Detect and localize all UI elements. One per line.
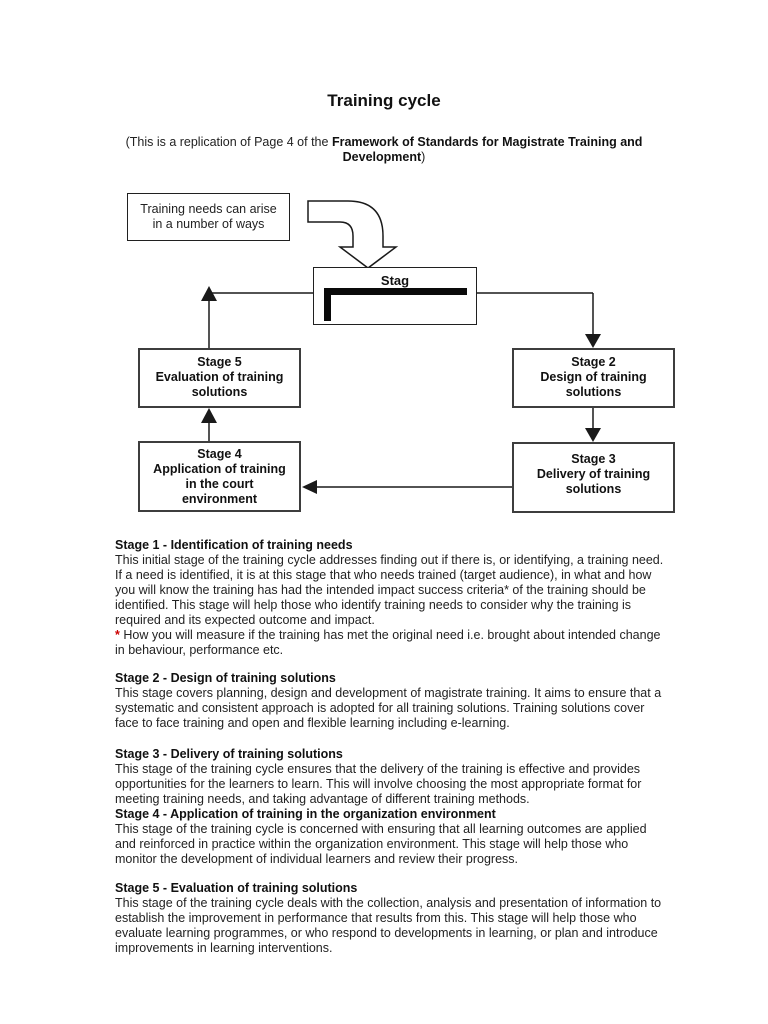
arrow-left-icon — [302, 480, 317, 494]
subtitle-prefix: (This is a replication of Page 4 of the — [125, 135, 332, 149]
footnote-text: How you will measure if the training has… — [115, 628, 661, 657]
training-needs-callout: Training needs can arise in a number of … — [127, 193, 290, 241]
stage-1-body: This initial stage of the training cycle… — [115, 553, 664, 627]
subtitle: (This is a replication of Page 4 of the … — [94, 135, 674, 165]
corrupted-image-bar-vertical — [324, 288, 331, 321]
stage-4-body: This stage of the training cycle is conc… — [115, 822, 647, 866]
stage-1-heading: Stage 1 - Identification of training nee… — [115, 538, 353, 552]
stage-5-box-label: Evaluation of training solutions — [155, 370, 284, 399]
stage-5-box-title: Stage 5 — [197, 355, 242, 369]
corrupted-image-bar-horizontal — [324, 288, 467, 295]
stage-5-section: Stage 5 - Evaluation of training solutio… — [115, 881, 667, 956]
stage-4-box-title: Stage 4 — [197, 447, 242, 461]
arrow-up-icon — [201, 408, 217, 423]
arrow-up-icon — [201, 286, 217, 301]
stage-1-box: Stag — [313, 267, 477, 325]
stage-3-box: Stage 3 Delivery of training solutions — [512, 442, 675, 513]
footnote-marker: * — [115, 628, 120, 642]
stage-3-body: This stage of the training cycle ensures… — [115, 762, 642, 806]
stage-4-section: Stage 4 - Application of training in the… — [115, 807, 667, 867]
subtitle-suffix: ) — [421, 150, 426, 164]
stage-1-box-label: Stag — [380, 273, 410, 288]
stage-3-box-label: Delivery of training solutions — [536, 467, 651, 496]
stage-1-footnote: * How you will measure if the training h… — [115, 628, 667, 658]
stage-3-heading: Stage 3 - Delivery of training solutions — [115, 747, 343, 761]
stage-descriptions: Stage 1 - Identification of training nee… — [115, 538, 667, 956]
curved-block-arrow-icon — [307, 200, 399, 269]
stage-2-box: Stage 2 Design of training solutions — [512, 348, 675, 408]
stage-5-body: This stage of the training cycle deals w… — [115, 896, 662, 955]
stage-2-body: This stage covers planning, design and d… — [115, 686, 662, 730]
stage-3-box-title: Stage 3 — [571, 452, 616, 466]
arrow-down-icon — [585, 334, 601, 348]
stage-4-box: Stage 4 Application of training in the c… — [138, 441, 301, 512]
subtitle-bold-reference: Framework of Standards for Magistrate Tr… — [331, 135, 643, 164]
stage-2-box-title: Stage 2 — [571, 355, 616, 369]
stage-5-box: Stage 5 Evaluation of training solutions — [138, 348, 301, 408]
stage-2-box-label: Design of training solutions — [540, 370, 647, 399]
stage-2-section: Stage 2 - Design of training solutions T… — [115, 671, 667, 731]
stage-3-section: Stage 3 - Delivery of training solutions… — [115, 747, 667, 807]
stage-5-heading: Stage 5 - Evaluation of training solutio… — [115, 881, 358, 895]
training-needs-text: Training needs can arise in a number of … — [140, 202, 277, 231]
stage-2-heading: Stage 2 - Design of training solutions — [115, 671, 336, 685]
arrow-down-icon — [585, 428, 601, 442]
stage-4-box-label: Application of training in the court env… — [153, 462, 286, 506]
flow-connectors — [201, 200, 601, 494]
stage-1-section: Stage 1 - Identification of training nee… — [115, 538, 667, 658]
page-title: Training cycle — [327, 91, 441, 110]
stage-4-heading: Stage 4 - Application of training in the… — [115, 807, 496, 821]
